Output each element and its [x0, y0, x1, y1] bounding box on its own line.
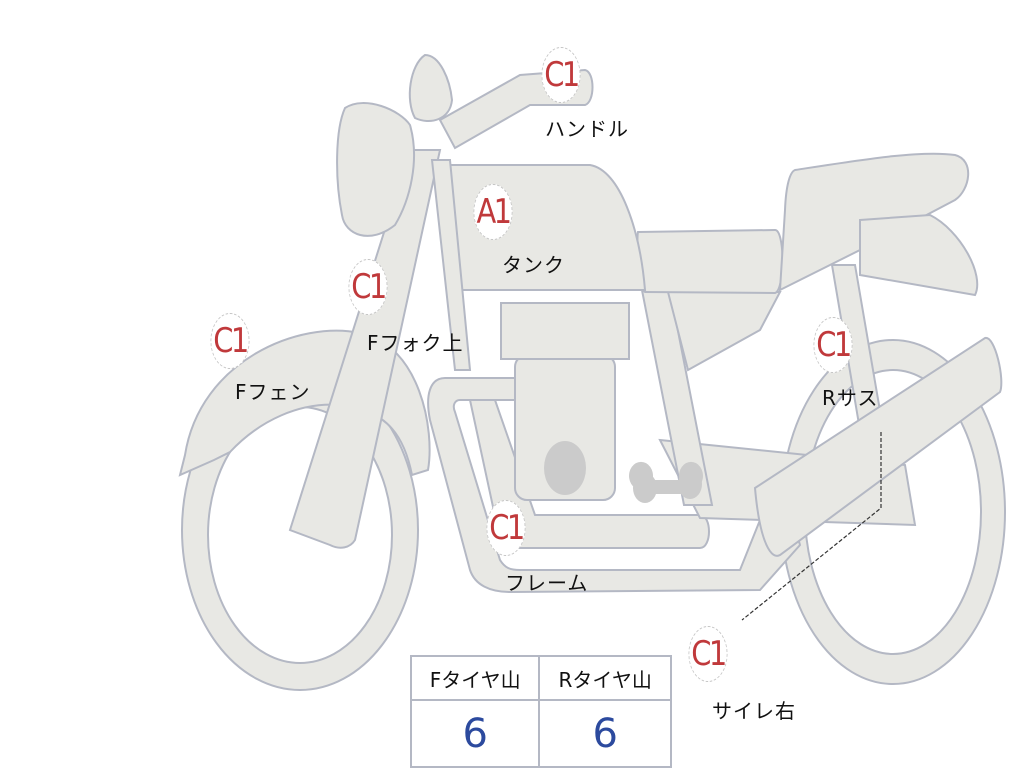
label-rear-susp: Rサス: [822, 386, 879, 410]
muffler: [753, 337, 1003, 557]
label-frame: フレーム: [505, 571, 589, 595]
grade-badge-rear-susp[interactable]: C1: [813, 317, 853, 373]
side-cover: [666, 291, 782, 372]
front-tread-header: Fタイヤ山: [409, 655, 541, 701]
label-front-fork: Fフォク上: [367, 331, 464, 355]
grade-badge-frame[interactable]: C1: [486, 500, 526, 556]
label-muffler-r: サイレ右: [712, 699, 796, 723]
grade-badge-front-fender[interactable]: C1: [210, 313, 250, 369]
label-tank: タンク: [502, 253, 565, 277]
front-fork-right: [430, 159, 472, 371]
front-fork-left: [288, 149, 442, 549]
engine: [500, 302, 704, 503]
front-tread-value: 6: [409, 699, 541, 768]
grade-badge-front-fork[interactable]: C1: [348, 259, 388, 315]
frame-lower-loop: [427, 377, 802, 594]
label-front-fender: Fフェン: [235, 380, 311, 404]
tire-tread-table: Fタイヤ山 Rタイヤ山 6 6: [409, 655, 672, 768]
rear-susp-leader: [741, 432, 882, 621]
seat-front: [636, 228, 784, 295]
headlight: [336, 102, 416, 237]
grade-badge-muffler-r[interactable]: C1: [688, 626, 728, 682]
grade-badge-handle[interactable]: C1: [541, 47, 581, 103]
tail-lower: [859, 213, 979, 297]
meter: [408, 53, 454, 122]
grade-badge-tank[interactable]: A1: [473, 184, 513, 240]
label-handle: ハンドル: [545, 117, 629, 141]
rear-tread-value: 6: [538, 699, 672, 768]
rear-tread-header: Rタイヤ山: [538, 655, 672, 701]
